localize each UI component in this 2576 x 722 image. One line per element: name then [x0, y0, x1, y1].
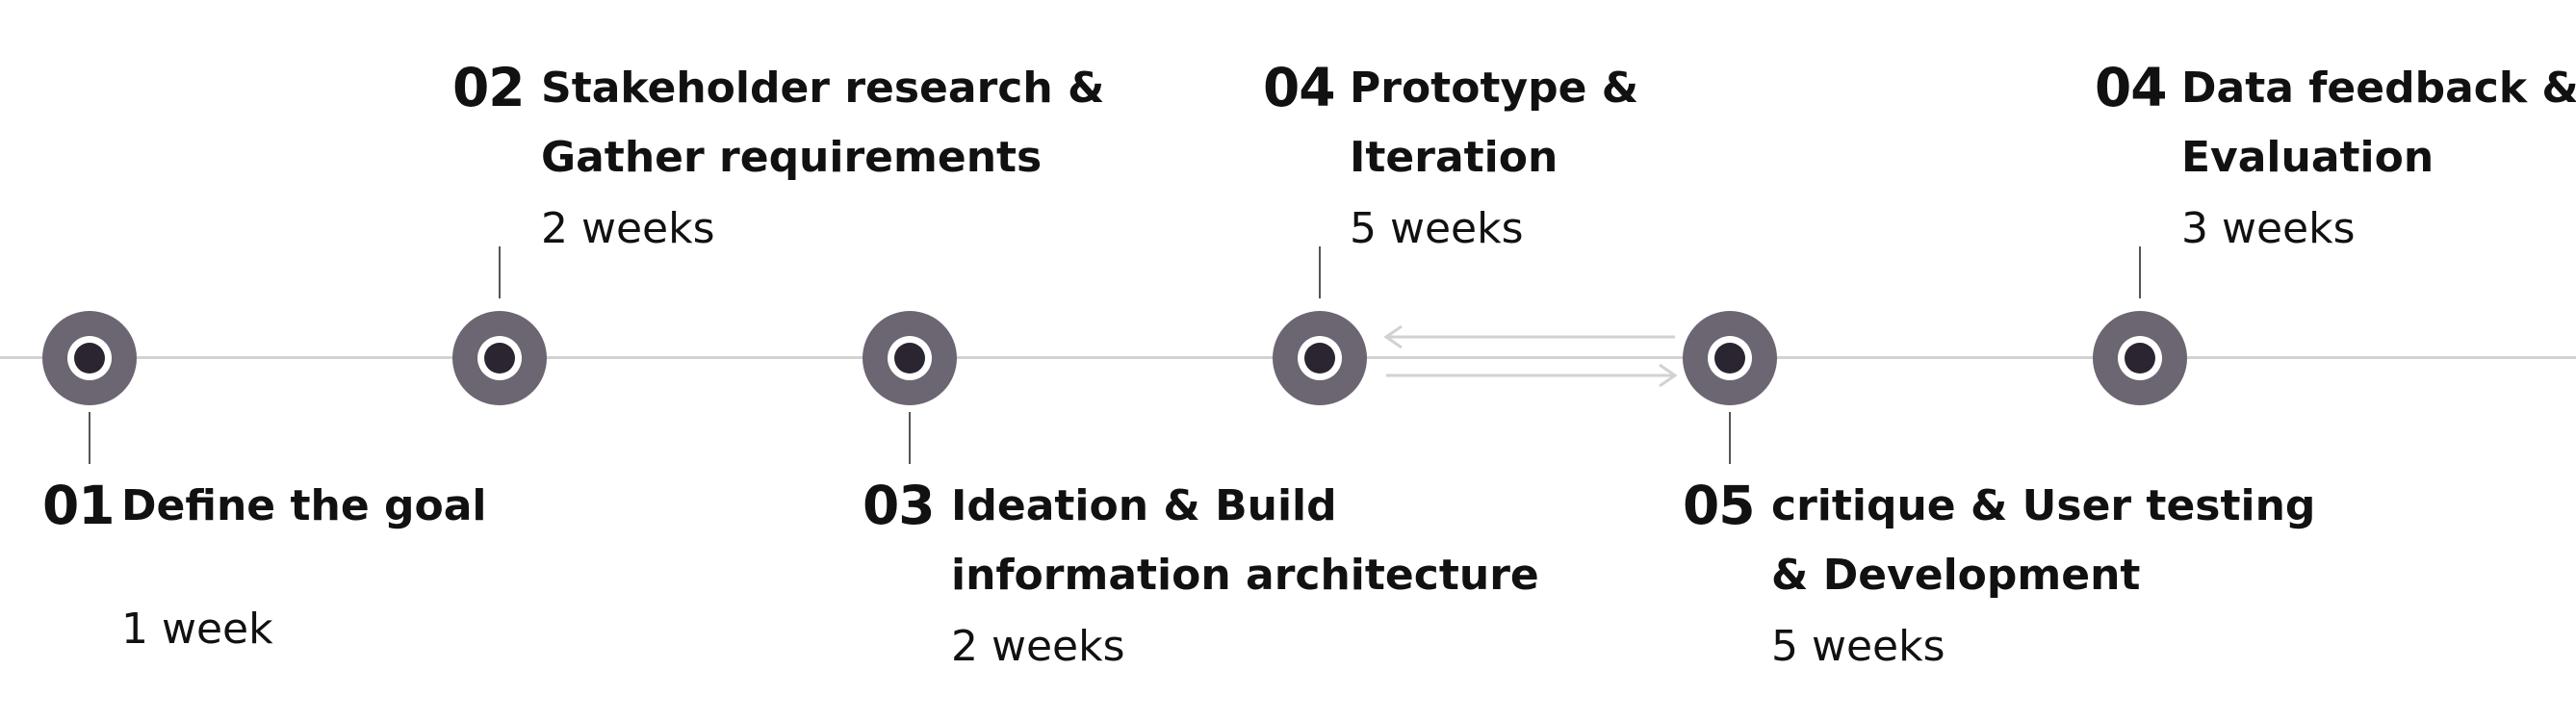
connector-04: [1319, 246, 1321, 298]
step-duration: 5 weeks: [1771, 622, 1945, 671]
timeline-node-01: [42, 311, 137, 405]
step-title-line: Evaluation: [2181, 133, 2434, 182]
step-number: 05: [1683, 475, 1756, 536]
node-core: [894, 343, 925, 374]
step-title-line: & Development: [1771, 551, 2141, 600]
step-title-line: Ideation & Build: [951, 481, 1337, 530]
step-duration: 2 weeks: [541, 204, 715, 253]
connector-06: [2139, 246, 2141, 298]
node-core: [74, 343, 105, 374]
step-number: 03: [863, 475, 936, 536]
step-title-line: Gather requirements: [541, 133, 1043, 182]
step-title: Define the goal: [121, 472, 486, 541]
arrow-right: [1386, 363, 1678, 388]
node-core: [2125, 343, 2155, 374]
step-title-line: Define the goal: [121, 481, 487, 530]
step-title: Data feedback & Evaluation: [2181, 54, 2576, 193]
timeline-node-06: [2093, 311, 2187, 405]
arrow-left: [1383, 324, 1675, 349]
step-duration: 2 weeks: [951, 622, 1125, 671]
step-title-line: information architecture: [951, 551, 1539, 600]
step-title-line: Prototype &: [1350, 64, 1639, 113]
connector-05: [1729, 412, 1731, 464]
node-core: [1714, 343, 1745, 374]
step-title-line: Data feedback &: [2181, 64, 2576, 113]
step-title-line: Stakeholder research &: [541, 64, 1105, 113]
step-number: 02: [452, 57, 526, 118]
step-title-line: Iteration: [1350, 133, 1558, 182]
timeline-node-03: [863, 311, 957, 405]
connector-03: [909, 412, 911, 464]
timeline-node-05: [1683, 311, 1777, 405]
connector-01: [89, 412, 90, 464]
node-core: [484, 343, 515, 374]
iteration-arrows: [1383, 324, 1678, 388]
step-title: Prototype & Iteration: [1350, 54, 1638, 193]
step-title: critique & User testing & Development: [1771, 472, 2315, 610]
connector-02: [499, 246, 501, 298]
step-number: 04: [2095, 57, 2168, 118]
step-number: 04: [1263, 57, 1336, 118]
step-duration: 3 weeks: [2181, 204, 2356, 253]
node-core: [1304, 343, 1335, 374]
step-title-line: critique & User testing: [1771, 481, 2316, 530]
step-duration: 5 weeks: [1350, 204, 1524, 253]
step-title: Stakeholder research & Gather requiremen…: [541, 54, 1104, 193]
timeline-node-02: [452, 311, 547, 405]
step-duration: 1 week: [121, 605, 273, 654]
timeline-node-04: [1273, 311, 1367, 405]
step-title: Ideation & Build information architectur…: [951, 472, 1539, 610]
step-number: 01: [42, 475, 116, 536]
